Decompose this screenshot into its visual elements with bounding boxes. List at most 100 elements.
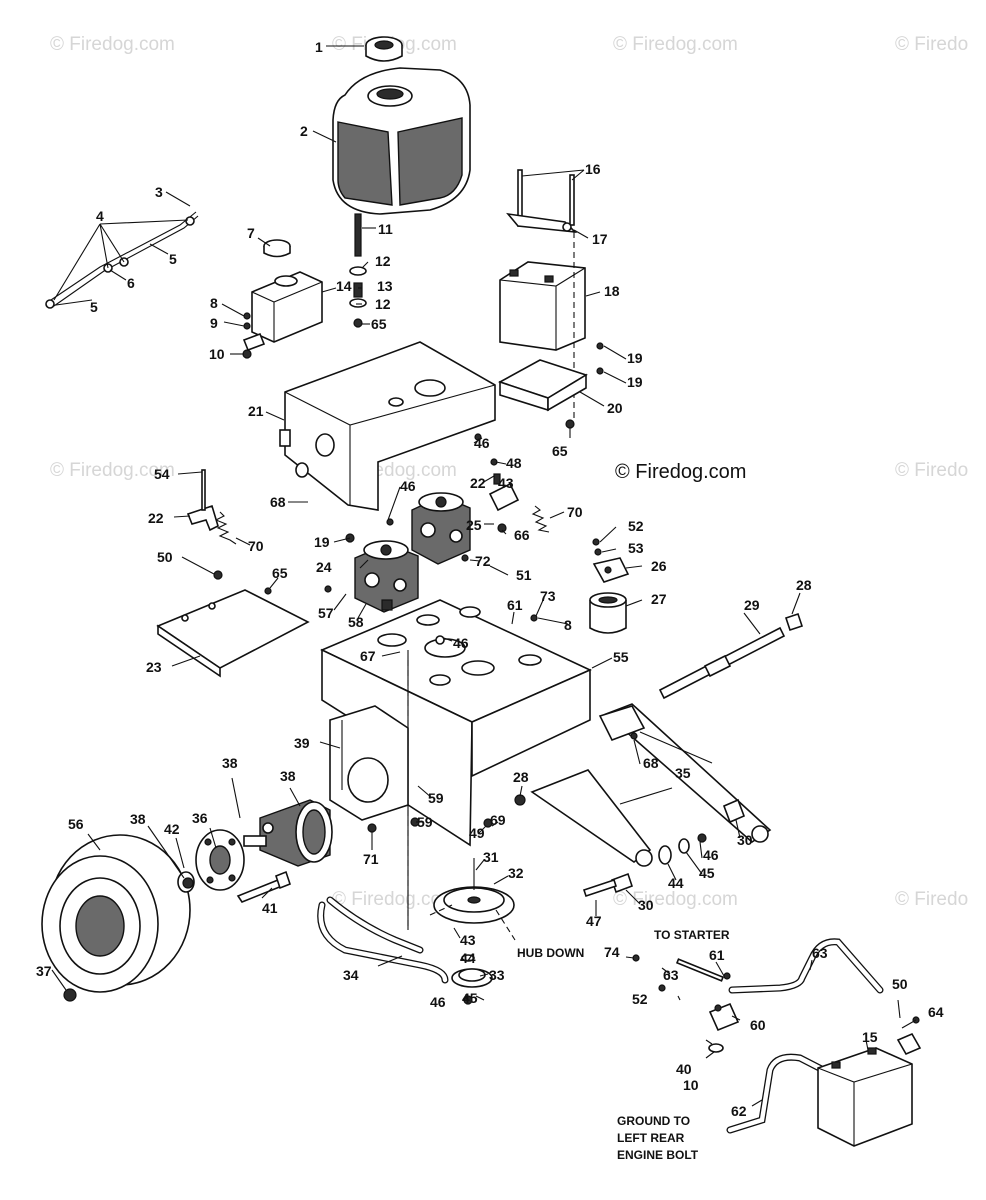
callout-57: 57 — [318, 605, 334, 621]
valve-nut — [63, 988, 77, 1002]
watermark-layer: © Firedog.com © Firedog.com © Firedog.co… — [50, 34, 968, 910]
callout-4: 4 — [96, 208, 104, 224]
callout-67: 67 — [360, 648, 376, 664]
callout-28: 28 — [513, 769, 529, 785]
note-ground-line-3: ENGINE BOLT — [617, 1148, 699, 1162]
callout-3: 3 — [155, 184, 163, 200]
callout-16: 16 — [585, 161, 601, 177]
callout-65: 65 — [552, 443, 568, 459]
spring-right — [531, 505, 550, 533]
callout-21: 21 — [248, 403, 264, 419]
callout-38: 38 — [280, 768, 296, 784]
battery-hold-down — [506, 169, 578, 420]
callout-5: 5 — [169, 251, 177, 267]
control-rod — [658, 626, 786, 700]
note-ground-line-2: LEFT REAR — [617, 1131, 685, 1145]
callout-18: 18 — [604, 283, 620, 299]
tank-mounting-hardware — [349, 213, 367, 328]
callout-39: 39 — [294, 735, 310, 751]
callout-63: 63 — [663, 967, 679, 983]
callout-56: 56 — [68, 816, 84, 832]
callout-74: 74 — [604, 944, 620, 960]
callout-44: 44 — [668, 875, 684, 891]
motor-mount-plate — [329, 705, 409, 821]
callout-22: 22 — [470, 475, 486, 491]
callout-29: 29 — [744, 597, 760, 613]
callout-32: 32 — [508, 865, 524, 881]
oil-filter — [589, 592, 627, 634]
callout-65: 65 — [371, 316, 387, 332]
callout-11: 11 — [378, 221, 393, 237]
callout-70: 70 — [567, 504, 583, 520]
callout-58: 58 — [348, 614, 364, 630]
wheel-hub — [195, 829, 245, 891]
arm-bushing-lower — [582, 872, 634, 898]
battery-cable — [728, 938, 884, 994]
callout-2: 2 — [300, 123, 308, 139]
callout-15: 15 — [862, 1029, 878, 1045]
callout-10: 10 — [209, 346, 225, 362]
annotation-notes: TO STARTER HUB DOWN GROUND TO LEFT REAR … — [517, 928, 730, 1162]
callout-59: 59 — [428, 790, 444, 806]
upper-frame — [279, 341, 496, 511]
callout-24: 24 — [316, 559, 332, 575]
callout-50: 50 — [892, 976, 908, 992]
hub-bolt — [236, 870, 291, 903]
callout-51: 51 — [516, 567, 532, 583]
callout-23: 23 — [146, 659, 162, 675]
callout-46: 46 — [430, 994, 446, 1010]
pump-pulley — [433, 858, 515, 924]
tire — [41, 834, 195, 993]
callout-54: 54 — [154, 466, 170, 482]
idler-pulley — [451, 954, 493, 1005]
callout-59: 59 — [417, 814, 433, 830]
fuel-cap — [365, 36, 403, 62]
leader-lines — [51, 45, 917, 1107]
filter-adapter — [592, 557, 630, 583]
callout-43: 43 — [498, 475, 514, 491]
watermark: © Firedo — [895, 460, 968, 481]
callout-52: 52 — [628, 518, 644, 534]
callout-8: 8 — [564, 617, 572, 633]
callout-68: 68 — [643, 755, 659, 771]
callout-40: 40 — [676, 1061, 692, 1077]
idler-bracket-left — [186, 469, 219, 532]
callout-1: 1 — [315, 39, 323, 55]
callout-71: 71 — [363, 851, 379, 867]
callout-41: 41 — [262, 900, 278, 916]
callout-49: 49 — [469, 825, 485, 841]
copyright-watermark: © Firedog.com — [615, 461, 746, 483]
fuel-tank — [332, 67, 471, 215]
callout-19: 19 — [627, 350, 643, 366]
watermark: © Firedog.com — [332, 889, 457, 910]
shield-plate — [156, 589, 310, 678]
spring-left — [214, 511, 237, 545]
callout-8: 8 — [210, 295, 218, 311]
hydraulic-reservoir — [242, 271, 323, 352]
callout-17: 17 — [592, 231, 608, 247]
callout-46: 46 — [703, 847, 719, 863]
callout-7: 7 — [247, 225, 255, 241]
callout-64: 64 — [928, 1004, 944, 1020]
callout-19: 19 — [314, 534, 330, 550]
battery-small — [817, 1047, 913, 1147]
hydraulic-pump-right — [411, 492, 471, 565]
terminal-cover — [896, 1032, 922, 1056]
callout-47: 47 — [586, 913, 602, 929]
solenoid-nut — [708, 1043, 724, 1053]
callout-35: 35 — [675, 765, 691, 781]
callout-53: 53 — [628, 540, 644, 556]
callout-65: 65 — [272, 565, 288, 581]
callout-48: 48 — [506, 455, 522, 471]
callout-25: 25 — [466, 517, 482, 533]
callout-52: 52 — [632, 991, 648, 1007]
callout-50: 50 — [157, 549, 173, 565]
callout-63: 63 — [812, 945, 828, 961]
callout-44: 44 — [460, 950, 476, 966]
callout-46: 46 — [453, 635, 469, 651]
callout-20: 20 — [607, 400, 623, 416]
wheel-motor — [243, 799, 333, 867]
callout-61: 61 — [709, 947, 725, 963]
